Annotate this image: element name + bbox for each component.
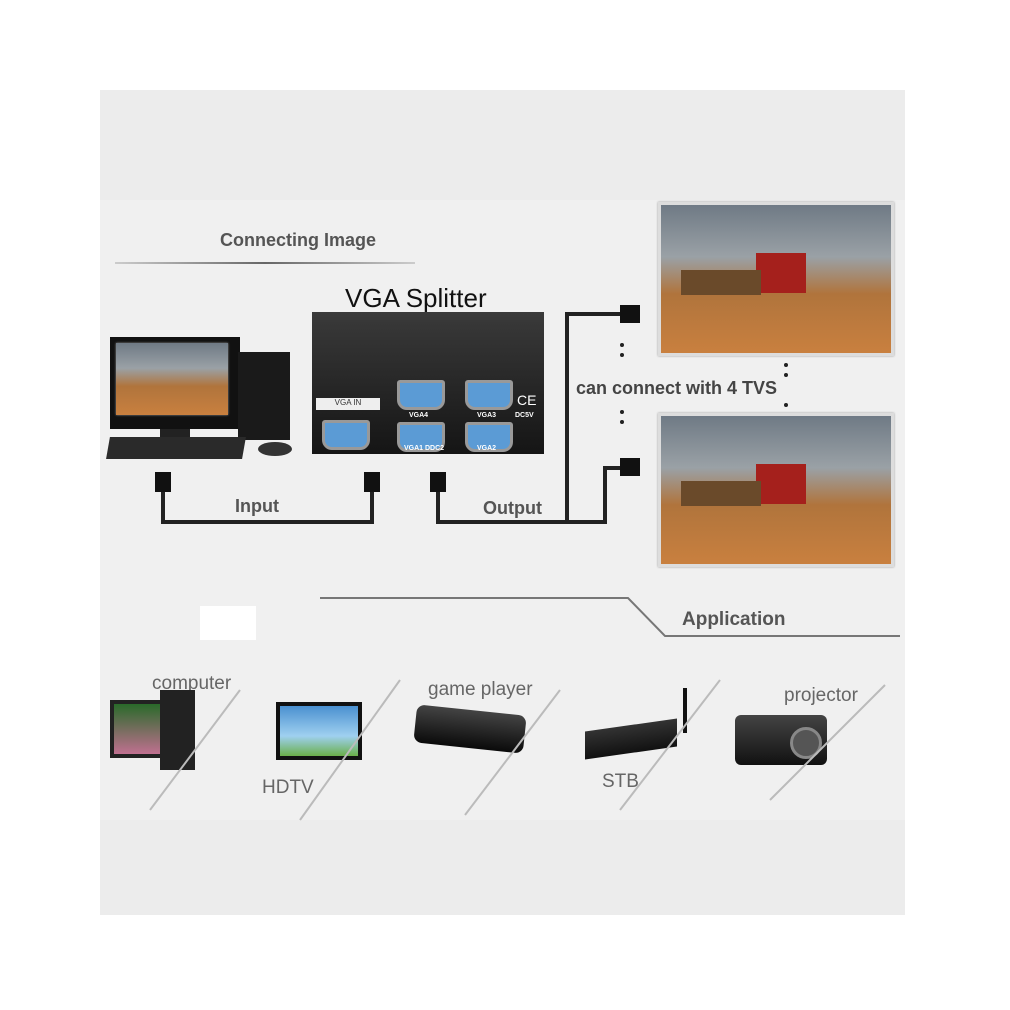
device-label-computer: computer bbox=[152, 673, 232, 694]
vga1-port bbox=[397, 422, 445, 452]
device-label-stb: STB bbox=[602, 771, 639, 792]
connecting-image-heading: Connecting Image bbox=[220, 230, 377, 250]
product-title: VGA Splitter bbox=[345, 283, 487, 313]
projector-icon bbox=[735, 715, 827, 765]
pc-tower-icon bbox=[238, 352, 290, 440]
vga1-label: VGA1 DDC2 bbox=[404, 445, 445, 452]
monitor-stand bbox=[160, 429, 190, 437]
vga-in-label: VGA IN bbox=[316, 398, 380, 410]
device-label-hdtv: HDTV bbox=[262, 777, 314, 798]
output-label: Output bbox=[483, 498, 542, 518]
stb-antenna-icon bbox=[683, 688, 687, 733]
vga-in-port bbox=[322, 420, 370, 450]
hdtv-icon bbox=[276, 702, 362, 760]
dc5v-label: DC5V bbox=[515, 412, 534, 419]
vga4-label: VGA4 bbox=[409, 412, 429, 419]
application-heading: Application bbox=[682, 609, 786, 630]
tv-screen-2 bbox=[658, 413, 894, 567]
device-label-projector: projector bbox=[784, 685, 858, 706]
tv-screen-1 bbox=[658, 202, 894, 356]
white-patch bbox=[200, 606, 256, 640]
vga2-port bbox=[465, 422, 513, 452]
vga3-label: VGA3 bbox=[477, 412, 497, 419]
mouse-icon bbox=[258, 442, 292, 456]
ce-mark: CE bbox=[517, 392, 537, 408]
vga3-port bbox=[465, 380, 513, 410]
input-label: Input bbox=[235, 496, 279, 516]
device-label-game-player: game player bbox=[428, 679, 533, 700]
connect-note: can connect with 4 TVS bbox=[576, 378, 778, 398]
vga2-label: VGA2 bbox=[477, 445, 497, 452]
monitor-icon bbox=[110, 337, 240, 429]
vga4-port bbox=[397, 380, 445, 410]
vga-splitter: VGA IN VGA4 VGA3 VGA1 DDC2 VGA2 CE DC5V bbox=[312, 312, 544, 454]
heading-divider bbox=[115, 262, 415, 264]
